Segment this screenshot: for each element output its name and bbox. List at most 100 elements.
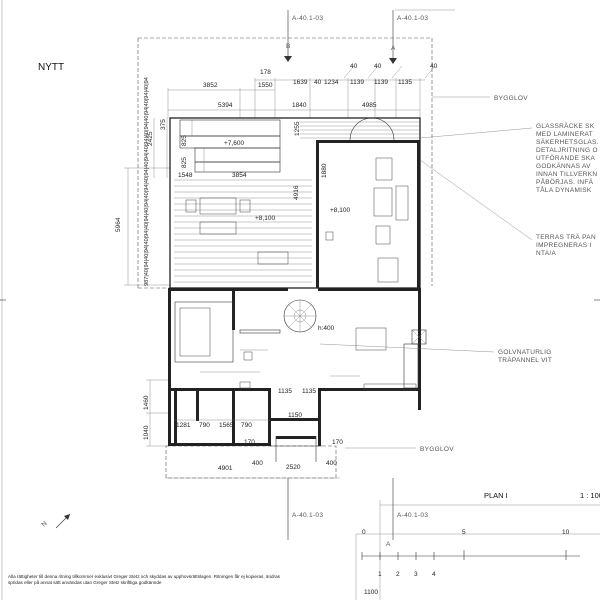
dim-400a: 400 — [252, 460, 263, 467]
section-mark-top-left: A-40.1-03 — [292, 15, 323, 22]
dim-790a: 790 — [199, 422, 210, 429]
dashed-outline-lower — [165, 445, 337, 479]
scale-tick-5: 5 — [462, 529, 466, 536]
copyright-line-1: Alla rättigheter till denna ritning till… — [8, 573, 281, 579]
dashed-outline-upper — [138, 37, 433, 286]
dim-170b: 170 — [332, 439, 343, 446]
svg-text:MED LAMINERAT: MED LAMINERAT — [536, 131, 593, 138]
section-b-head-top — [284, 56, 292, 62]
dim-top-40a: 40 — [314, 79, 322, 86]
section-mark-bottom-right: A-40.1-03 — [397, 512, 428, 519]
north-label: N — [40, 520, 48, 528]
dim-top-1139a: 1139 — [350, 79, 364, 86]
dim-left-1255: 1255 — [294, 121, 301, 136]
section-letter-b: B — [286, 43, 291, 50]
dim-4916: 4916 — [293, 185, 300, 200]
dim-top-40b: 40 — [350, 63, 358, 70]
north-arrow-icon — [55, 513, 71, 529]
golv-note-leader — [319, 343, 495, 353]
dim-left-1460: 1460 — [143, 395, 150, 410]
svg-text:GODKÄNNAS AV: GODKÄNNAS AV — [536, 162, 591, 170]
scale-tick-4: 4 — [432, 571, 436, 578]
outdoor-steps — [179, 119, 281, 173]
svg-text:GLASSRÄCKE SK: GLASSRÄCKE SK — [536, 122, 595, 130]
svg-text:NTA/A: NTA/A — [536, 250, 557, 257]
golv-note: GOLVNATURLIG TRÄPANNEL VIT — [498, 349, 552, 364]
scale-bar — [361, 550, 580, 560]
scale-tick-2: 2 — [396, 571, 400, 578]
level-right: +8,100 — [330, 207, 350, 214]
section-a-head-top — [389, 58, 397, 64]
dim-top-3852: 3852 — [203, 82, 218, 89]
dim-400b: 400 — [326, 460, 337, 467]
main-floor-walls — [168, 288, 421, 446]
dim-top-178: 178 — [260, 69, 271, 76]
svg-text:DETALJRITNING O: DETALJRITNING O — [536, 147, 598, 154]
terras-note-leader — [419, 159, 533, 241]
level-upper: +7,600 — [224, 140, 244, 147]
dim-1880: 1880 — [321, 163, 328, 178]
title-block-frame — [355, 500, 600, 600]
dim-top-1139b: 1139 — [374, 79, 388, 86]
svg-text:TERRAS TRÄ PAN: TERRAS TRÄ PAN — [536, 233, 596, 241]
dim-3854: 3854 — [232, 172, 247, 179]
dim-2520: 2520 — [286, 464, 301, 471]
level-left: +8,100 — [255, 215, 275, 222]
glass-note-leader — [419, 127, 533, 139]
section-mark-top-right: A-40.1-03 — [397, 15, 428, 22]
scale-tick-10: 10 — [562, 529, 570, 536]
dim-left-375: 375 — [160, 119, 167, 130]
scale-label: 1100 — [364, 589, 378, 596]
dim-790b: 790 — [241, 422, 252, 429]
top-dimension-rows — [167, 65, 436, 118]
svg-text:TRÄPANNEL VIT: TRÄPANNEL VIT — [498, 356, 552, 364]
terras-note: TERRAS TRÄ PAN IMPREGNERAS I NTA/A — [536, 233, 596, 257]
dim-top-1550: 1550 — [258, 82, 273, 89]
svg-text:UTFÖRANDE SKA: UTFÖRANDE SKA — [536, 154, 596, 162]
svg-text:SÄKERHETSGLAS.: SÄKERHETSGLAS. — [536, 138, 599, 146]
dim-top-1639: 1639 — [293, 79, 308, 86]
dim-170a: 170 — [244, 439, 255, 446]
scale-tick-3: 3 — [414, 571, 418, 578]
plan-scale: 1 : 100 — [580, 491, 600, 500]
upper-furniture — [185, 157, 409, 283]
svg-text:IMPREGNERAS I: IMPREGNERAS I — [536, 242, 592, 249]
dim-left-1040: 1040 — [143, 425, 150, 440]
dim-1548: 1548 — [178, 172, 193, 179]
dim-left-5964: 5964 — [115, 217, 122, 232]
copyright-line-2: spridas eller på annat sätt användas uta… — [8, 579, 162, 585]
dim-left-825a: 825 — [181, 135, 188, 146]
dim-top-40d: 40 — [430, 63, 438, 70]
dim-top-1234: 1234 — [324, 79, 339, 86]
dim-left-2425: 2425 — [147, 131, 154, 146]
dim-top-1135: 1135 — [398, 79, 412, 86]
section-letter-a: A — [391, 45, 396, 52]
dim-left-stack: 987|40|94|40|94|40|94|40|94|40|94|40|94|… — [144, 77, 150, 286]
scale-letter: A — [386, 541, 391, 548]
dim-top-5394: 5394 — [218, 102, 233, 109]
svg-text:PÅBÖRJAS. INFÄ: PÅBÖRJAS. INFÄ — [536, 177, 594, 186]
terrace-hatch — [174, 121, 420, 283]
scale-tick-0: 0 — [362, 529, 366, 536]
glass-note: GLASSRÄCKE SK MED LAMINERAT SÄKERHETSGLA… — [536, 122, 599, 194]
glass-room-walls — [316, 117, 420, 288]
section-mark-bottom-left: A-40.1-03 — [292, 512, 323, 519]
bygglov-bottom: BYGGLOV — [420, 446, 454, 453]
scale-tick-1: 1 — [378, 571, 382, 578]
bygglov-top: BYGGLOV — [494, 95, 528, 102]
dim-top-40c: 40 — [374, 63, 382, 70]
dim-top-4985: 4985 — [362, 102, 377, 109]
svg-text:TÅLA DYNAMISK: TÅLA DYNAMISK — [536, 185, 592, 194]
dim-4901: 4901 — [218, 465, 233, 472]
dim-h400: h:400 — [318, 325, 335, 332]
dim-1565: 1565 — [219, 422, 234, 429]
plan-label: PLAN I — [484, 491, 508, 500]
dim-left-825b: 825 — [181, 157, 188, 168]
dim-1135a: 1135 — [278, 388, 292, 395]
dim-top-1840: 1840 — [292, 102, 307, 109]
dim-1150: 1150 — [288, 412, 302, 419]
svg-text:GOLVNATURLIG: GOLVNATURLIG — [498, 349, 552, 356]
upper-plate-outline — [169, 117, 421, 289]
dim-1135b: 1135 — [302, 388, 316, 395]
